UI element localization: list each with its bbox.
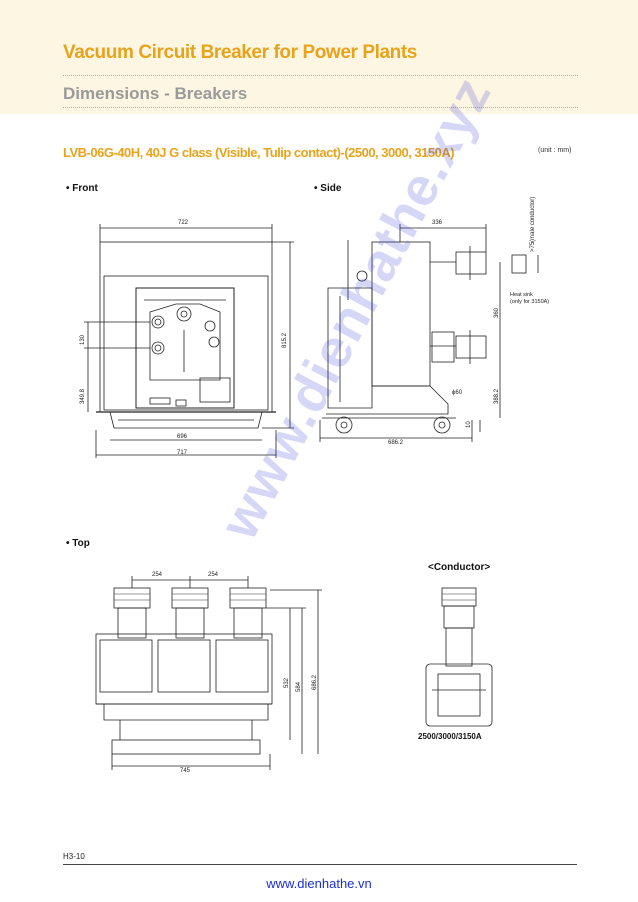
front-view-drawing — [84, 224, 294, 458]
side-dim-360: 360 — [494, 307, 500, 318]
top-dim-pitch-2: 254 — [208, 572, 219, 578]
top-view-drawing — [95, 576, 322, 770]
top-dim-532: 532 — [284, 677, 290, 688]
top-dim-width: 745 — [180, 768, 191, 774]
front-dim-top: 722 — [178, 220, 189, 226]
side-dim-top: 336 — [432, 220, 443, 226]
top-dim-pitch-1: 254 — [152, 572, 163, 578]
heatsink-note-2: (only for 3150A) — [510, 299, 550, 305]
top-view-label: • Top — [66, 538, 90, 549]
heatsink-note: Heat sink — [510, 292, 533, 298]
side-dim-tulip: >75(male conductor) — [530, 196, 536, 252]
side-dim-388: 388.2 — [494, 388, 500, 404]
conductor-drawing — [425, 587, 493, 727]
unit-note: (unit : mm) — [538, 147, 572, 154]
top-dim-584: 584 — [296, 681, 302, 692]
side-dim-10: 10 — [466, 421, 472, 428]
side-dim-bottom: 686.2 — [388, 440, 404, 446]
page-number: H3-10 — [63, 852, 85, 861]
top-dim-686: 686.2 — [312, 674, 318, 690]
front-dim-height: 815.2 — [282, 332, 288, 348]
page-subtitle: Dimensions - Breakers — [63, 84, 248, 103]
front-dim-349: 349.8 — [80, 388, 86, 404]
front-view-label: • Front — [66, 183, 98, 194]
model-heading: LVB-06G-40H, 40J G class (Visible, Tulip… — [63, 145, 455, 160]
page-title: Vacuum Circuit Breaker for Power Plants — [63, 42, 417, 63]
front-dim-130: 130 — [80, 334, 86, 345]
footer-site-link[interactable]: www.dienhathe.vn — [266, 876, 372, 891]
side-view-drawing — [319, 224, 539, 442]
conductor-label: <Conductor> — [428, 562, 491, 573]
title-divider — [63, 75, 578, 76]
subtitle-divider — [63, 107, 578, 108]
header-band — [0, 0, 638, 114]
side-view-label: • Side — [314, 183, 342, 194]
front-dim-outer: 717 — [177, 450, 188, 456]
footer-divider — [63, 864, 577, 865]
front-dim-inner: 696 — [177, 434, 188, 440]
conductor-caption: 2500/3000/3150A — [418, 732, 482, 741]
side-dim-phi: ϕ60 — [452, 390, 463, 396]
